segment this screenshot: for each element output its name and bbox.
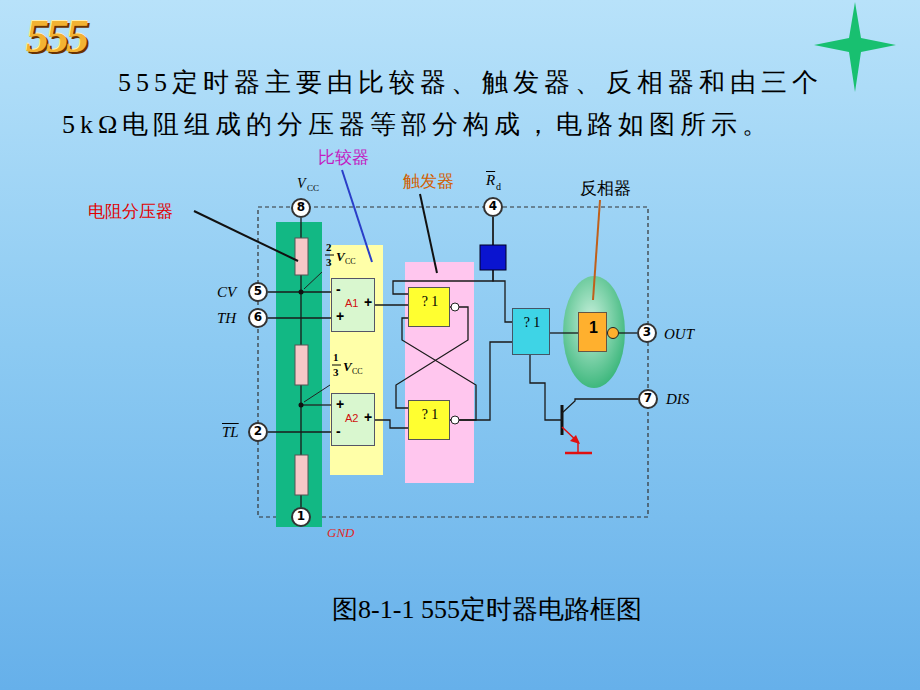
pin-circle: 7 xyxy=(638,389,658,409)
comparator-box: -+A1+ xyxy=(331,278,375,332)
leader-line xyxy=(194,211,298,261)
node-text: + xyxy=(364,295,372,310)
ground-wire xyxy=(577,442,579,453)
nor-gate: ? 1 xyxy=(512,308,550,355)
resistor-symbol xyxy=(295,455,308,495)
pin-circle: 2 xyxy=(248,422,268,442)
wire-connector xyxy=(375,304,408,305)
pin-name: CV xyxy=(217,284,236,301)
inversion-bubble xyxy=(451,303,459,311)
node-text: - xyxy=(336,282,341,297)
leader-line xyxy=(420,194,437,273)
reset-buffer xyxy=(480,245,506,270)
node-text: ? 1 xyxy=(422,407,439,422)
node-text: + xyxy=(336,309,344,324)
node-text: 8 xyxy=(297,201,305,214)
fraction-numerator: 1 xyxy=(333,351,339,363)
figure-caption: 图8-1-1 555定时器电路框图 xyxy=(0,596,920,625)
callout-label: 触发器 xyxy=(403,170,454,193)
pin-name: TH xyxy=(217,310,236,327)
node-text: - xyxy=(336,424,341,439)
node-text: 1 xyxy=(297,510,305,523)
logo-text: 555 xyxy=(26,10,86,63)
pin-name: DIS xyxy=(666,391,689,408)
wire-connector xyxy=(450,342,512,420)
fraction-denominator: 3 xyxy=(333,366,339,378)
pin-circle: 5 xyxy=(248,282,268,302)
node-text: A1 xyxy=(345,297,358,309)
tap-wire xyxy=(301,404,331,405)
node-text: A2 xyxy=(345,412,358,424)
fraction-bar xyxy=(325,255,334,256)
nor-gate: ? 1 xyxy=(408,400,450,440)
resistor-symbol xyxy=(295,345,308,385)
pin-name-subscript: d xyxy=(496,181,501,192)
node-text: 7 xyxy=(644,392,652,405)
junction-dot xyxy=(299,403,304,408)
fraction-numerator: 2 xyxy=(326,241,332,253)
pin-name: V xyxy=(297,176,306,192)
comparator-band xyxy=(330,245,383,475)
wire-connector xyxy=(375,420,408,428)
node-text: ? 1 xyxy=(524,315,541,330)
node-text: 4 xyxy=(489,200,497,213)
leader-line xyxy=(593,200,600,300)
pin-circle: 8 xyxy=(291,198,311,218)
divider-band xyxy=(276,222,322,527)
node-text: + xyxy=(336,397,344,412)
nor-gate: ? 1 xyxy=(408,287,450,327)
node-text: 6 xyxy=(254,311,262,324)
pin-circle: 4 xyxy=(483,197,503,217)
leader-line xyxy=(342,170,372,262)
voltage-label: V xyxy=(336,249,345,265)
inversion-bubble xyxy=(451,416,459,424)
heading-text: 555定时器主要由比较器、触发器、反相器和由三个5kΩ电阻组成的分压器等部分构成… xyxy=(62,62,837,146)
pin-name-subscript: CC xyxy=(307,183,319,193)
pin-circle: 3 xyxy=(637,323,657,343)
inversion-bubble xyxy=(608,328,619,339)
fraction-bar xyxy=(332,365,341,366)
pin-name: R xyxy=(486,172,495,189)
pin-circle: 6 xyxy=(248,308,268,328)
pin-name: TL xyxy=(222,424,239,441)
junction-dot xyxy=(299,290,304,295)
voltage-subscript: CC xyxy=(345,257,356,266)
node-text: 2 xyxy=(254,425,262,438)
callout-label: 反相器 xyxy=(580,177,631,200)
callout-label: 电阻分压器 xyxy=(88,200,173,223)
node-text: + xyxy=(364,410,372,425)
star-decoration xyxy=(814,2,896,92)
wire-connector xyxy=(268,317,331,318)
fraction-leader xyxy=(304,385,330,402)
node-text: 1 xyxy=(589,319,598,337)
inverter-box: 1 xyxy=(578,312,607,352)
voltage-subscript: CC xyxy=(352,367,363,376)
comparator-box: +-A2+ xyxy=(331,393,375,446)
ground-symbol xyxy=(565,452,592,455)
pin-name: OUT xyxy=(664,326,694,343)
node-text: ? 1 xyxy=(422,294,439,309)
wire-connector xyxy=(530,355,638,420)
wire-connector xyxy=(393,217,493,294)
callout-label: 比较器 xyxy=(318,146,369,169)
wire-connector xyxy=(268,431,331,432)
fraction-denominator: 3 xyxy=(326,256,332,268)
node-text: 5 xyxy=(254,285,262,298)
wire-connector xyxy=(550,332,578,333)
resistor-symbol xyxy=(295,238,308,275)
pin-circle: 1 xyxy=(291,507,311,527)
node-text: 3 xyxy=(643,326,651,339)
voltage-label: V xyxy=(343,359,352,375)
pin-name: GND xyxy=(327,525,354,541)
